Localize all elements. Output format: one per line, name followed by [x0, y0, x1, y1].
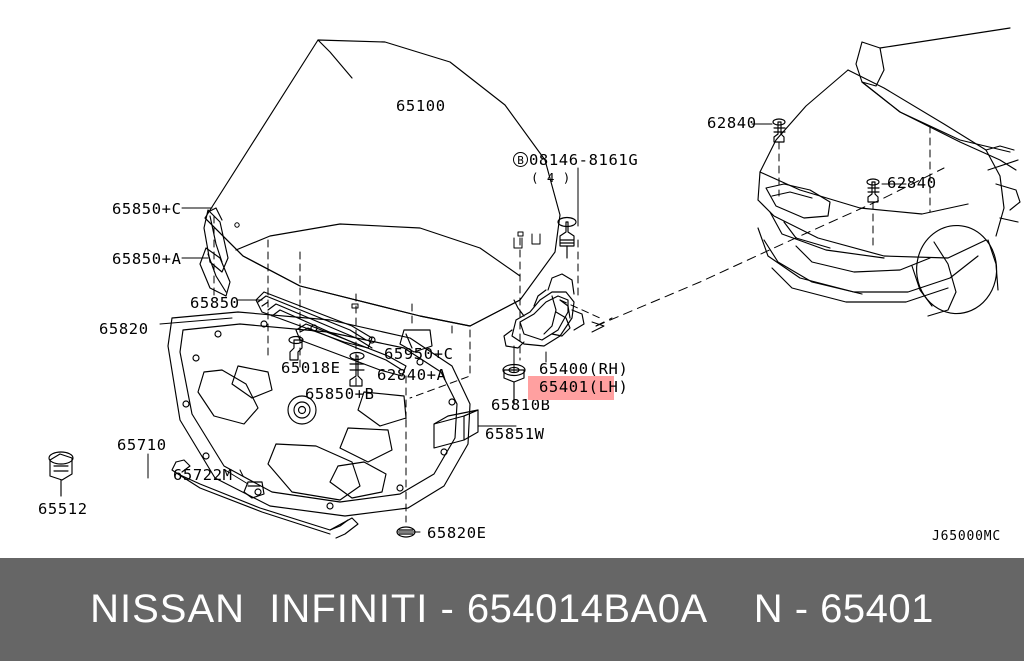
clip-62840-top-part [772, 118, 786, 143]
vehicle-dashed-lines [778, 125, 931, 249]
hood-panel-outline [204, 39, 561, 327]
label-hood: 65100 [396, 97, 446, 115]
diagram-reference-code: J65000MC [932, 529, 1002, 544]
label-hinge-65850c: 65850+C [112, 200, 182, 218]
label-latch-rh: 65400(RH) [539, 360, 629, 378]
hinge-65850A [199, 247, 231, 297]
label-bracket-65950c: 65950+C [384, 345, 454, 363]
label-hinge-65850a: 65850+A [112, 250, 182, 268]
label-bumper-65851w: 65851W [485, 425, 545, 443]
bumper-65851W-part [433, 409, 479, 449]
bolt-65512-part [48, 451, 74, 497]
hood-detail-marks [234, 222, 524, 309]
clip-65018E-part [288, 335, 304, 361]
footer-bar: NISSAN INFINITI - 654014BA0A N - 65401 [0, 558, 1024, 661]
footer-ref-number: 65401 [820, 587, 934, 631]
hinge-65850C [203, 207, 229, 273]
footer-content: NISSAN INFINITI - 654014BA0A N - 65401 [90, 587, 934, 632]
label-grommet-65820e: 65820E [427, 524, 487, 542]
vehicle-front-illustration [757, 27, 1021, 317]
hood-to-insulator-dashes [409, 299, 601, 399]
part-number-highlight [528, 376, 614, 400]
bolt-grade-badge: B [513, 152, 528, 167]
label-stay-65850b: 65850+B [305, 385, 375, 403]
label-clip-65722m: 65722M [173, 466, 233, 484]
latch-bolt-part [557, 216, 577, 259]
clip-62840A-part [349, 351, 365, 387]
latch-u-marks [513, 233, 541, 249]
footer-separator: - [428, 587, 467, 631]
latch-leader-lines [513, 167, 579, 373]
label-rod-65710: 65710 [117, 436, 167, 454]
footer-part-number: 654014BA0A [466, 587, 708, 631]
label-nut-65810b: 65810B [491, 396, 551, 414]
label-hinge-65850: 65850 [190, 294, 240, 312]
label-latch-lh: 65401(LH) [539, 378, 629, 396]
hinge-65850 [255, 291, 373, 349]
label-bolt-qty: ( 4 ) [531, 170, 571, 185]
footer-ref-separator: - [783, 587, 821, 631]
label-clip-65018e: 65018E [281, 359, 341, 377]
dashed-arrow-head [591, 321, 605, 333]
hood-rod-65710 [171, 459, 359, 539]
label-bolt-number: 08146-8161G [529, 151, 639, 169]
hood-latch-assembly [503, 273, 585, 349]
diagram-illustration [48, 27, 1021, 539]
clip-62840-low-part [866, 178, 880, 203]
hinge-bar-secondary [267, 303, 373, 349]
hinge-mount-bracket [399, 329, 433, 353]
label-clip-62840-low: 62840 [887, 174, 937, 192]
diagram-area: 65400(RH) 65401(LH) B 08146-8161G ( 4 ) … [38, 27, 1021, 544]
stay-rod-65850B [295, 323, 407, 377]
hood-insulator-outline [167, 311, 471, 517]
hinge-leader-lines [159, 207, 263, 325]
label-clip-62840-top: 62840 [707, 114, 757, 132]
footer-ref-prefix: N [753, 587, 784, 631]
assembly-dashed-lines [213, 215, 579, 523]
clip-65722M-part [243, 481, 265, 499]
footer-brand: NISSAN INFINITI [90, 587, 429, 631]
bottom-leader-lines [60, 425, 517, 533]
vehicle-leader-lines [751, 123, 907, 185]
label-clip-62840a: 62840+A [377, 366, 447, 384]
label-insulator-65820: 65820 [99, 320, 149, 338]
label-bolt-65512: 65512 [38, 500, 88, 518]
